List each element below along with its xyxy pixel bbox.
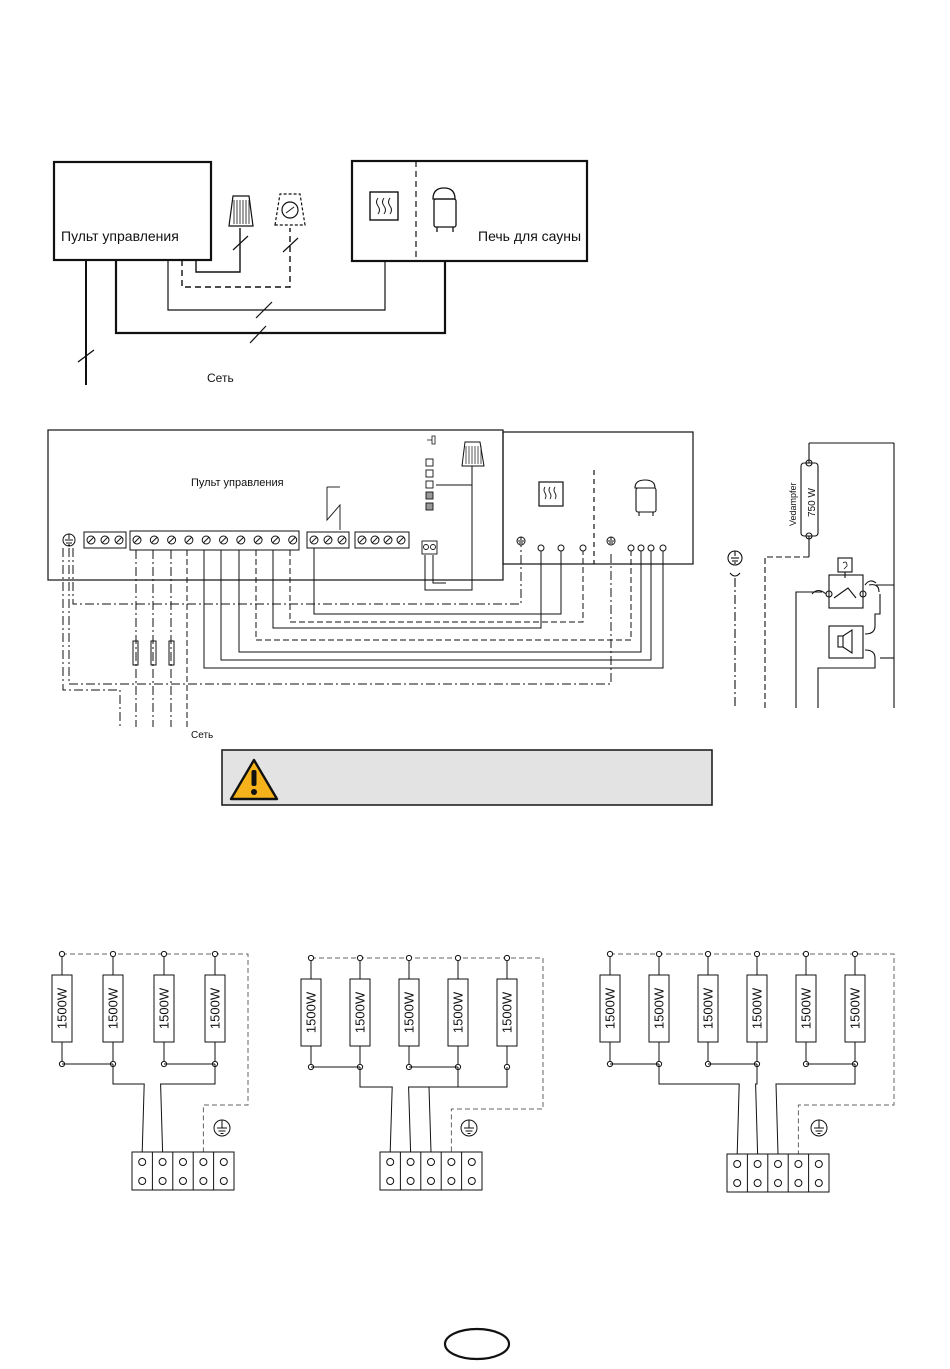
ground-icon — [214, 1120, 230, 1136]
control-panel-box — [54, 162, 211, 260]
element-rating-label: 1500W — [402, 991, 417, 1033]
element-rating-label: 1500W — [603, 987, 618, 1029]
element-rating-label: 1500W — [848, 987, 863, 1029]
heater-group-2: 1500W 1500W 1500W 1500W 1500W — [301, 955, 543, 1190]
middle-wiring-diagram — [48, 430, 894, 727]
sauna-stove-icon — [433, 188, 456, 232]
control-panel-enclosure — [48, 430, 503, 580]
vedampfer-power-label: 750 W — [807, 488, 818, 517]
overheat-fuse-icon — [275, 194, 305, 225]
page-number-oval — [445, 1329, 509, 1359]
wire-node — [656, 951, 661, 956]
wire-node — [754, 951, 759, 956]
element-rating-label: 1500W — [304, 991, 319, 1033]
wire-node — [357, 955, 362, 960]
wire-node — [803, 951, 808, 956]
wire-node — [110, 951, 115, 956]
heater-terminal-block — [380, 1152, 482, 1190]
sauna-stove-icon-2 — [635, 480, 656, 516]
wire-node — [212, 951, 217, 956]
wire-node — [59, 951, 64, 956]
wire-node — [406, 955, 411, 960]
heater-group-3: 1500W 1500W 1500W 1500W 1500W 1500W — [600, 951, 894, 1192]
element-rating-label: 1500W — [106, 987, 121, 1029]
element-rating-label: 1500W — [701, 987, 716, 1029]
element-rating-label: 1500W — [157, 987, 172, 1029]
panel-ground-symbol — [63, 534, 75, 546]
middle-mains-label: Сеть — [191, 730, 213, 741]
terminal-block-main — [130, 531, 299, 550]
element-rating-label: 1500W — [500, 991, 515, 1033]
terminal-block-1 — [84, 532, 126, 548]
top-heater-label: Печь для сауны — [478, 228, 581, 244]
wire-node — [607, 951, 612, 956]
vedampfer-label: Vedampfer — [788, 482, 798, 526]
warning-box — [222, 750, 712, 805]
wire-node — [705, 951, 710, 956]
wire-node — [161, 951, 166, 956]
wire-node — [455, 955, 460, 960]
heater-group-1: 1500W 1500W 1500W 1500W — [52, 951, 248, 1190]
middle-control-panel-label: Пульт управления — [191, 477, 284, 489]
wire-node — [852, 951, 857, 956]
element-rating-label: 1500W — [652, 987, 667, 1029]
heater-ground-symbol-2 — [607, 537, 615, 545]
top-mains-label: Сеть — [207, 371, 234, 385]
terminal-block-relay — [307, 487, 349, 548]
element-rating-label: 1500W — [799, 987, 814, 1029]
temperature-sensor-icon — [229, 196, 253, 226]
sauna-heater-box — [352, 161, 587, 261]
vedampfer-section — [728, 443, 894, 708]
element-rating-label: 1500W — [55, 987, 70, 1029]
sensor-connector-column — [422, 436, 437, 554]
element-rating-label: 1500W — [750, 987, 765, 1029]
heater-ground-symbol-1 — [517, 537, 525, 545]
element-rating-label: 1500W — [353, 991, 368, 1033]
heater-enclosure — [503, 432, 693, 564]
heater-terminal-block — [132, 1152, 234, 1190]
element-rating-label: 1500W — [451, 991, 466, 1033]
heater-terminal-block — [727, 1154, 829, 1192]
terminal-block-4 — [355, 532, 409, 548]
wire-node — [308, 955, 313, 960]
top-block-diagram — [54, 161, 587, 385]
top-control-panel-label: Пульт управления — [61, 228, 179, 244]
ground-icon — [461, 1120, 477, 1136]
element-rating-label: 1500W — [208, 987, 223, 1029]
heater-terminals — [538, 545, 666, 551]
ground-icon — [811, 1120, 827, 1136]
heating-element-icon — [370, 192, 398, 220]
temperature-sensor-icon-2 — [462, 442, 484, 466]
heater-element-icon-2 — [539, 482, 563, 506]
wire-node — [504, 955, 509, 960]
